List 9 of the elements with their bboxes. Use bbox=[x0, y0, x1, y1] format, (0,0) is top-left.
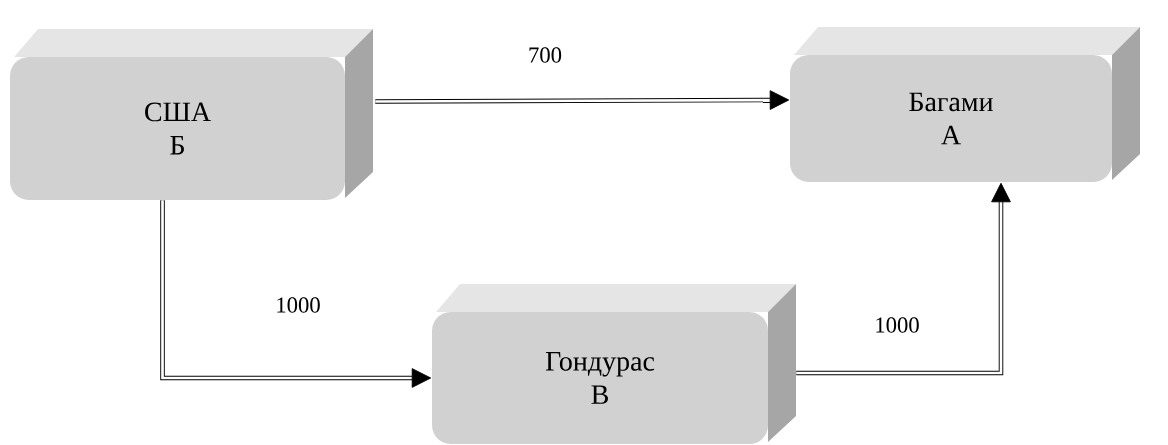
arrow bbox=[160, 200, 432, 388]
arrow bbox=[796, 182, 1011, 376]
box-3d: Багами А bbox=[790, 27, 1140, 182]
box-3d: Гондурас В bbox=[432, 284, 796, 444]
edge-label: 700 bbox=[526, 46, 564, 64]
edge-label: 1000 bbox=[873, 316, 921, 334]
edge-label: 1000 bbox=[274, 296, 322, 314]
arrow bbox=[375, 90, 790, 110]
box-3d: США Б bbox=[10, 29, 373, 200]
